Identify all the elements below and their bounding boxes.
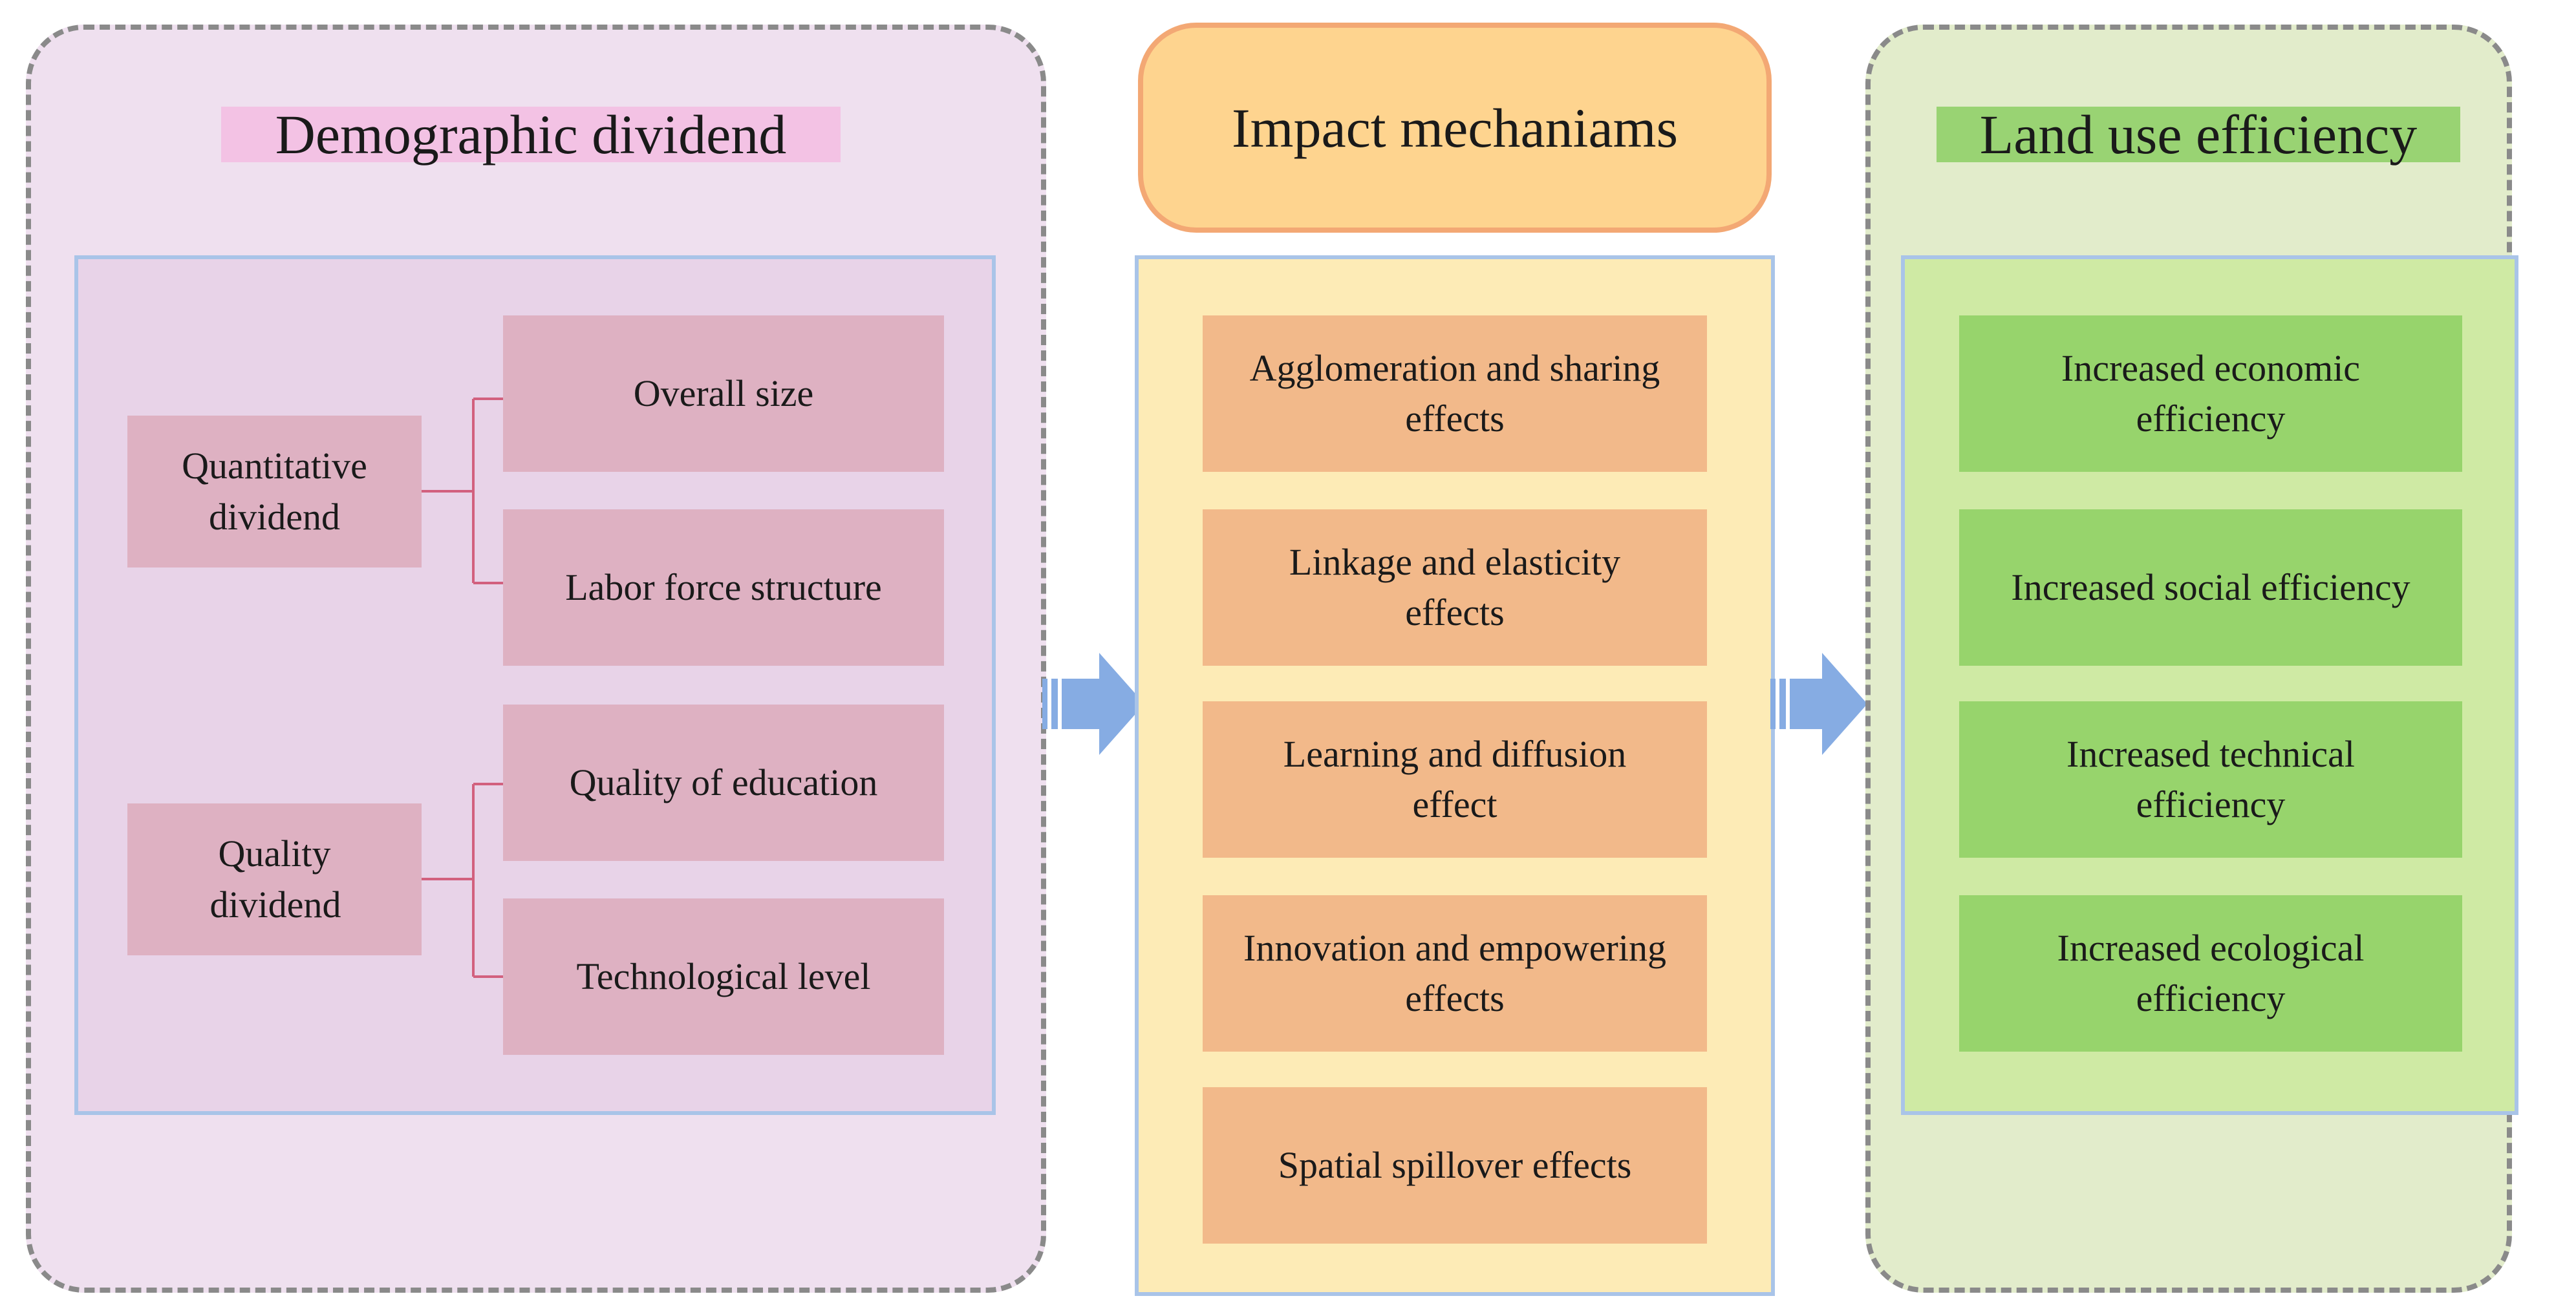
technological-level-box: Technological level bbox=[503, 898, 944, 1055]
mechanism-item-agglomeration: Agglomeration and sharing effects bbox=[1203, 315, 1707, 472]
technological-level-label: Technological level bbox=[576, 955, 871, 997]
quality-of-education-box: Quality of education bbox=[503, 705, 944, 861]
efficiency-item-label: Increased technical efficiency bbox=[2066, 732, 2355, 825]
mechanism-item-label: Innovation and empowering effects bbox=[1243, 926, 1666, 1019]
mechanism-item-innovation: Innovation and empowering effects bbox=[1203, 895, 1707, 1052]
land-use-efficiency-title: Land use efficiency bbox=[1937, 107, 2460, 162]
efficiency-item-label: Increased economic efficiency bbox=[2061, 346, 2361, 440]
mechanism-item-label: Learning and diffusion effect bbox=[1283, 732, 1627, 825]
mechanism-item-label: Spatial spillover effects bbox=[1278, 1143, 1632, 1186]
labor-force-structure-box: Labor force structure bbox=[503, 509, 944, 666]
arrow-right-icon bbox=[1770, 653, 1867, 755]
efficiency-item-economic: Increased economic efficiency bbox=[1959, 315, 2462, 472]
mechanism-item-spillover: Spatial spillover effects bbox=[1203, 1087, 1707, 1244]
mechanism-item-learning: Learning and diffusion effect bbox=[1203, 701, 1707, 858]
quality-of-education-label: Quality of education bbox=[569, 761, 878, 803]
impact-mechanisms-title-box: Impact mechaniams bbox=[1138, 23, 1772, 233]
mechanism-item-linkage: Linkage and elasticity effects bbox=[1203, 509, 1707, 666]
quantitative-dividend-label: Quantitative dividend bbox=[182, 445, 367, 538]
demographic-dividend-title-text: Demographic dividend bbox=[275, 103, 787, 165]
impact-mechanisms-title: Impact mechaniams bbox=[1231, 96, 1679, 159]
quantitative-dividend-box: Quantitative dividend bbox=[127, 416, 422, 568]
land-use-efficiency-title-text: Land use efficiency bbox=[1979, 103, 2418, 165]
efficiency-item-label: Increased social efficiency bbox=[2011, 566, 2410, 608]
efficiency-item-ecological: Increased ecological efficiency bbox=[1959, 895, 2462, 1052]
overall-size-label: Overall size bbox=[633, 372, 814, 414]
mechanism-item-label: Agglomeration and sharing effects bbox=[1249, 346, 1660, 440]
labor-force-structure-label: Labor force structure bbox=[565, 566, 882, 608]
efficiency-item-social: Increased social efficiency bbox=[1959, 509, 2462, 666]
efficiency-item-label: Increased ecological efficiency bbox=[2057, 926, 2365, 1019]
overall-size-box: Overall size bbox=[503, 315, 944, 472]
quality-dividend-label: Quality dividend bbox=[209, 833, 341, 926]
efficiency-item-technical: Increased technical efficiency bbox=[1959, 701, 2462, 858]
mechanism-item-label: Linkage and elasticity effects bbox=[1289, 540, 1621, 633]
quality-dividend-box: Quality dividend bbox=[127, 803, 422, 955]
arrow-right-icon bbox=[1042, 653, 1144, 755]
demographic-dividend-title: Demographic dividend bbox=[221, 107, 841, 162]
